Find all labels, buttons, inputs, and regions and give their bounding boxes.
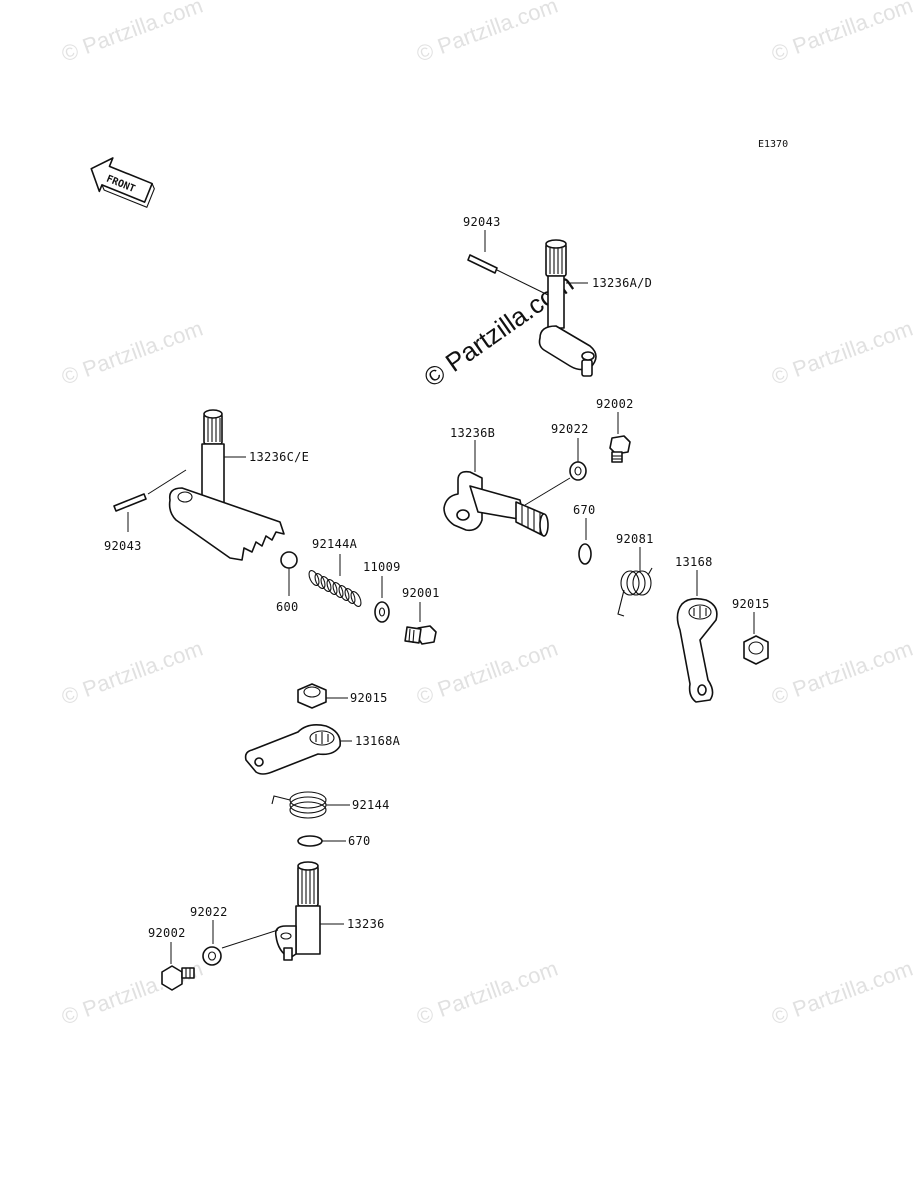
label-92002-right[interactable]: 92002 [596,397,634,411]
label-92015-left[interactable]: 92015 [350,691,388,705]
label-670-left[interactable]: 670 [348,834,371,848]
label-92015-right[interactable]: 92015 [732,597,770,611]
shaft-13236B [443,440,549,537]
watermark: © Partzilla.com [413,0,561,67]
spring-92144 [271,791,327,819]
label-13236[interactable]: 13236 [347,917,385,931]
watermark: © Partzilla.com [768,636,916,710]
label-11009[interactable]: 11009 [363,560,401,574]
oring-670-left [297,835,323,847]
ball-600 [280,551,298,596]
label-92043-left[interactable]: 92043 [104,539,142,553]
bolt-92001 [404,602,437,645]
label-13168[interactable]: 13168 [675,555,713,569]
watermark: © Partzilla.com [58,0,206,67]
washer-92022-left [202,920,222,966]
label-92022-right[interactable]: 92022 [551,422,589,436]
part-labels: 92043 13236A/D 92002 13236B 92022 670 92… [104,215,770,940]
washer-92022-right [569,438,587,481]
oring-670-right [578,518,592,565]
watermark: © Partzilla.com [768,956,916,1030]
front-arrow-icon: FRONT [90,157,155,209]
label-13236B[interactable]: 13236B [450,426,495,440]
spring-92144A [308,554,362,607]
label-92081[interactable]: 92081 [616,532,654,546]
label-92002-left[interactable]: 92002 [148,926,186,940]
watermark: © Partzilla.com [413,636,561,710]
label-92043-top[interactable]: 92043 [463,215,501,229]
bolt-92002-right [609,412,631,463]
label-13236AD[interactable]: 13236A/D [592,276,652,290]
label-600[interactable]: 600 [276,600,299,614]
pin-92043-top [467,230,498,274]
nut-92015-right [743,612,769,665]
shaft-13236CE [168,409,285,561]
shaft-13236AD [538,239,597,377]
watermark: © Partzilla.com [58,636,206,710]
label-670-right[interactable]: 670 [573,503,596,517]
label-92001[interactable]: 92001 [402,586,440,600]
watermark: © Partzilla.com [768,316,916,390]
arm-13168 [676,570,718,703]
shaft-13236 [274,861,321,961]
washer-11009 [374,576,390,623]
label-92144A[interactable]: 92144A [312,537,358,551]
watermark: © Partzilla.com [58,956,206,1030]
label-92022-left[interactable]: 92022 [190,905,228,919]
spring-92081 [617,547,653,617]
diagram-code: E1370 [758,139,788,150]
watermark: © Partzilla.com [58,316,206,390]
watermark: © Partzilla.com [768,0,916,67]
watermark: © Partzilla.com [413,956,561,1030]
nut-92015-left [297,683,327,709]
bolt-92002-left [161,942,195,991]
label-13168A[interactable]: 13168A [355,734,401,748]
label-92144[interactable]: 92144 [352,798,390,812]
arm-13168A [244,724,342,775]
label-13236CE[interactable]: 13236C/E [249,450,309,464]
pin-92043-left [113,493,147,532]
